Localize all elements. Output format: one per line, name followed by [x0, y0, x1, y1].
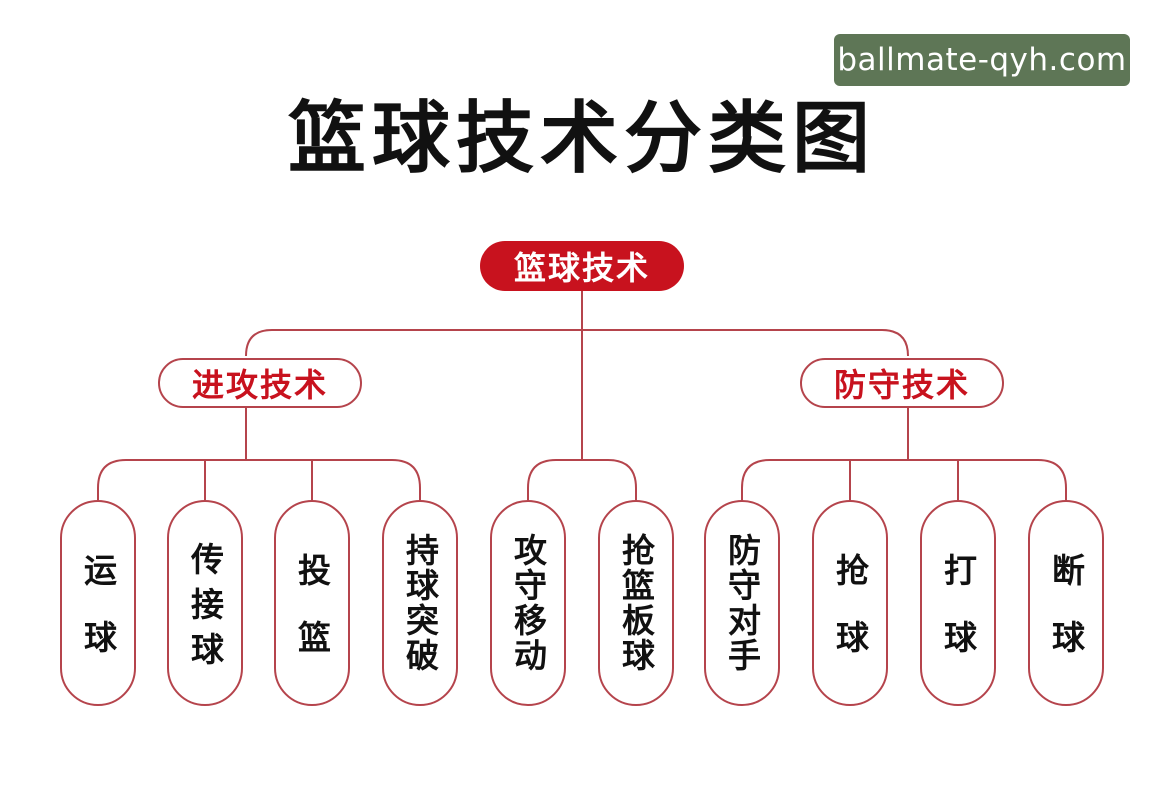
connector-offense-group: [97, 459, 421, 500]
leaf-shoot: 投篮: [274, 500, 350, 706]
connector-top-left: [245, 329, 582, 357]
watermark: ballmate-qyh.com: [834, 34, 1130, 86]
leaf-label: 断球: [1046, 553, 1086, 687]
leaf-drive: 持球突破: [382, 500, 458, 706]
leaf-label: 打球: [938, 553, 978, 687]
leaf-label: 传接球: [185, 541, 225, 677]
root-node: 篮球技术: [480, 241, 684, 291]
leaf-label: 攻守移动: [508, 533, 548, 673]
leaf-strip: 打球: [920, 500, 996, 706]
leaf-label: 持球突破: [400, 533, 440, 673]
connector-defense-group: [741, 459, 1067, 500]
leaf-label: 抢球: [830, 553, 870, 687]
leaf-label: 运球: [78, 553, 118, 687]
leaf-label: 投篮: [292, 553, 332, 687]
leaf-steal-grab: 抢球: [812, 500, 888, 706]
connector-center-group: [527, 459, 637, 500]
defense-node: 防守技术: [800, 358, 1004, 408]
leaf-label: 防守对手: [722, 533, 762, 673]
leaf-pass-catch: 传接球: [167, 500, 243, 706]
leaf-guard: 防守对手: [704, 500, 780, 706]
offense-node: 进攻技术: [158, 358, 362, 408]
leaf-rebound: 抢篮板球: [598, 500, 674, 706]
leaf-intercept: 断球: [1028, 500, 1104, 706]
leaf-footwork: 攻守移动: [490, 500, 566, 706]
leaf-label: 抢篮板球: [616, 533, 656, 673]
leaf-dribble: 运球: [60, 500, 136, 706]
connector-top-right: [582, 329, 909, 357]
page-title: 篮球技术分类图: [287, 94, 876, 184]
